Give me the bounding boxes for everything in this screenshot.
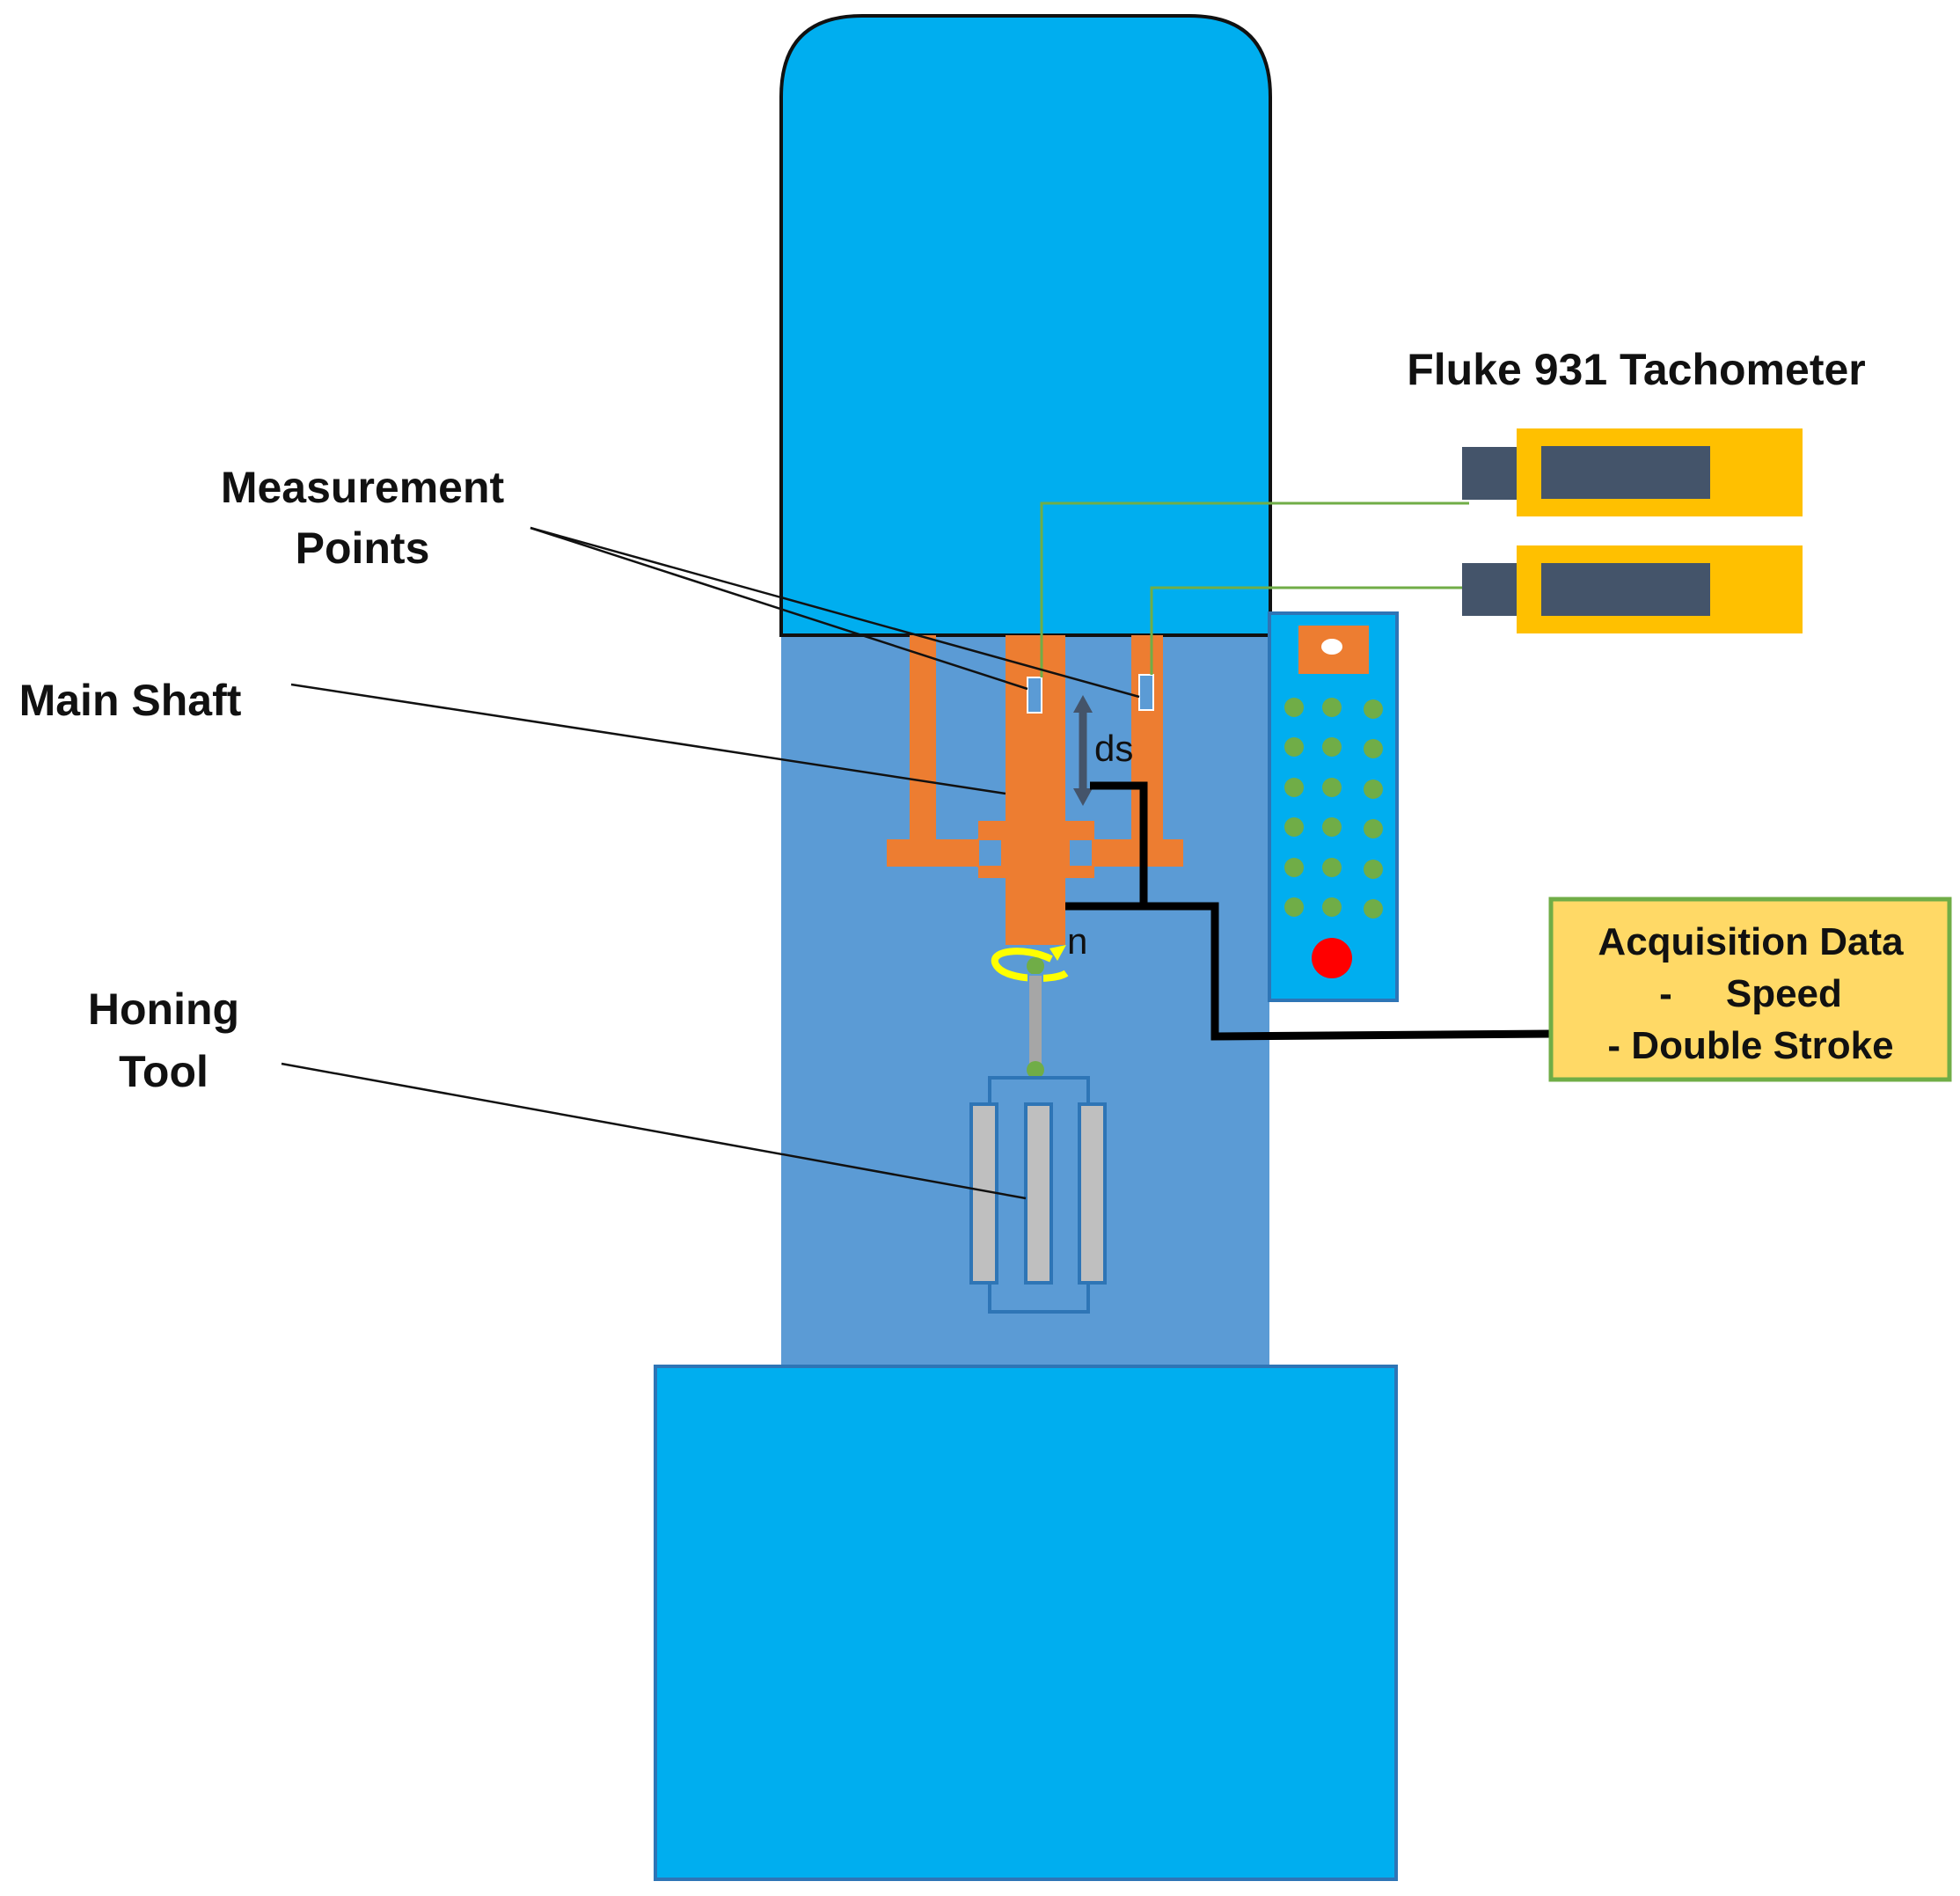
acquisition-line-3: - Double Stroke	[1607, 1024, 1893, 1067]
acquisition-line-2: - Speed	[1659, 972, 1842, 1015]
left-bearing	[977, 838, 1003, 867]
sensor-wire-upper	[1040, 501, 1469, 677]
measurement-point-shaft	[1027, 677, 1042, 714]
left-support	[910, 635, 936, 851]
panel-top-indicator-light	[1321, 639, 1342, 655]
rod-upper-joint	[1027, 957, 1044, 975]
tachometer-upper	[1462, 428, 1803, 516]
honing-tool-label-1: Honing	[88, 985, 239, 1034]
control-panel	[1268, 611, 1399, 1002]
honing-tool	[969, 1076, 1107, 1314]
machine-head	[779, 14, 1272, 637]
measurement-points-label-1: Measurement	[221, 463, 505, 512]
leader-main-shaft	[290, 683, 1006, 795]
sensor-wire-lower	[1150, 586, 1469, 675]
panel-buttons	[1284, 698, 1383, 919]
tachometer-lower	[1462, 545, 1803, 633]
measurement-points-label-2: Points	[296, 523, 430, 573]
tachometer-title: Fluke 931 Tachometer	[1407, 345, 1866, 394]
machine-base	[654, 1365, 1398, 1881]
rotation-arrow-head	[1049, 945, 1066, 961]
right-bearing	[1068, 838, 1093, 867]
speed-symbol: n	[1067, 920, 1087, 962]
leader-measurement-shaft	[530, 526, 1028, 691]
rod-lower-joint	[1027, 1061, 1044, 1079]
honing-rod	[1028, 974, 1043, 1071]
leader-measurement-support	[530, 526, 1140, 699]
honing-stone-middle	[1024, 1102, 1053, 1285]
data-cable-main	[1065, 902, 1552, 1041]
acquisition-line-1: Acquisition Data	[1598, 920, 1904, 963]
leader-honing-tool	[281, 1062, 1027, 1200]
rotation-arrow	[991, 948, 1069, 982]
measurement-point-support	[1138, 674, 1154, 711]
acquisition-data-box	[1548, 897, 1952, 1082]
main-shaft-label: Main Shaft	[19, 676, 242, 725]
honing-stone-right	[1078, 1102, 1107, 1285]
panel-stop-button	[1312, 938, 1352, 978]
data-cable-stroke	[1090, 781, 1148, 910]
honing-tool-label-2: Tool	[119, 1047, 208, 1096]
double-stroke-arrow	[1073, 695, 1093, 806]
double-stroke-symbol: ds	[1094, 728, 1133, 769]
